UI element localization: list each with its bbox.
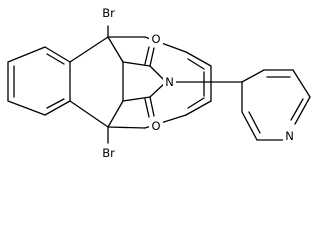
- bromine-top-label: Br: [102, 6, 115, 20]
- bond: [149, 47, 155, 67]
- oxygen-bottom-label: O: [151, 119, 160, 133]
- bond: [187, 58, 205, 70]
- bond: [144, 46, 150, 65]
- bromine-bottom-label: Br: [102, 146, 115, 160]
- bond: [122, 61, 151, 67]
- molecule-structure: Br Br O O N N: [7, 5, 311, 160]
- bond: [107, 100, 124, 128]
- bond: [44, 100, 71, 116]
- bond: [248, 111, 261, 134]
- bond: [144, 98, 150, 118]
- bonds: [7, 25, 311, 144]
- imide-nitrogen-label: N: [165, 75, 174, 89]
- bond: [69, 36, 109, 63]
- bond: [7, 46, 46, 63]
- bond: [7, 100, 46, 116]
- atom-labels: Br Br O O N N: [98, 5, 296, 160]
- pyridine-nitrogen-label: N: [285, 129, 294, 143]
- bond: [149, 96, 155, 117]
- oxygen-top-label: O: [151, 32, 160, 46]
- bond: [241, 69, 265, 83]
- bond: [46, 53, 65, 65]
- bond: [69, 100, 109, 128]
- bond: [292, 69, 311, 98]
- bond: [122, 96, 151, 102]
- bond: [187, 97, 205, 109]
- bond: [185, 51, 212, 67]
- bond: [290, 98, 304, 121]
- bond: [185, 100, 212, 116]
- bond: [44, 46, 71, 63]
- bond: [46, 98, 65, 109]
- bond: [294, 96, 311, 125]
- bond: [241, 111, 258, 141]
- bond: [107, 126, 146, 129]
- bond: [107, 36, 124, 63]
